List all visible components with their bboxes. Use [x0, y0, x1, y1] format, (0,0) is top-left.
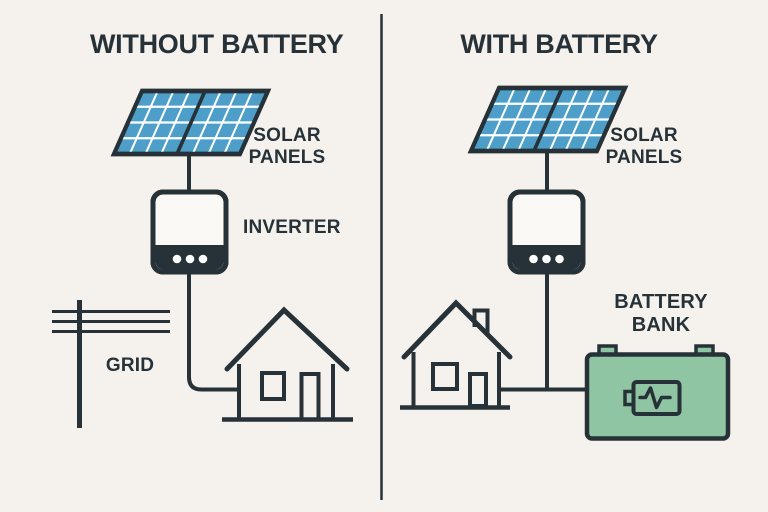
inverter-icon-right [507, 189, 586, 275]
house-window-icon [260, 371, 286, 401]
right-diagram [400, 85, 731, 441]
solar-panel-icon-left [110, 88, 272, 157]
house-door-icon [299, 372, 321, 422]
inverter-led-icon [542, 254, 551, 264]
solar-panel-icon-right [467, 85, 629, 154]
solar-label-line2: PANELS [248, 146, 326, 168]
inverter-label: INVERTER [243, 217, 341, 238]
house-icon-right [400, 299, 513, 410]
house-door-icon [468, 372, 488, 408]
left-diagram [52, 88, 353, 428]
solar-panels-label-right: SOLAR PANELS [600, 125, 688, 168]
battery-bank-icon [584, 344, 731, 441]
inverter-led-icon [185, 254, 195, 264]
solar-panels-label-left: SOLAR PANELS [243, 125, 331, 168]
grid-label: GRID [105, 355, 155, 376]
house-icon-left [222, 306, 353, 422]
battery-label-line2: BANK [631, 313, 691, 336]
left-title: WITHOUT BATTERY [90, 29, 344, 59]
house-window-icon [431, 362, 459, 391]
inverter-icon-left [150, 189, 229, 275]
inverter-led-icon [529, 254, 538, 264]
inverter-led-icon [555, 254, 564, 264]
battery-charge-icon [631, 380, 682, 416]
solar-label-line1: SOLAR [253, 125, 321, 146]
solar-label-line2: PANELS [605, 146, 683, 168]
inverter-led-icon [198, 254, 208, 264]
pulse-icon [638, 386, 672, 410]
battery-label-line1: BATTERY [614, 291, 708, 313]
inverter-led-icon [172, 254, 182, 264]
right-title: WITH BATTERY [460, 29, 658, 59]
inverter-to-house-wire-left [187, 272, 239, 392]
solar-label-line1: SOLAR [610, 125, 678, 146]
battery-bank-label: BATTERY BANK [611, 291, 711, 336]
utility-pole-icon [52, 300, 170, 428]
